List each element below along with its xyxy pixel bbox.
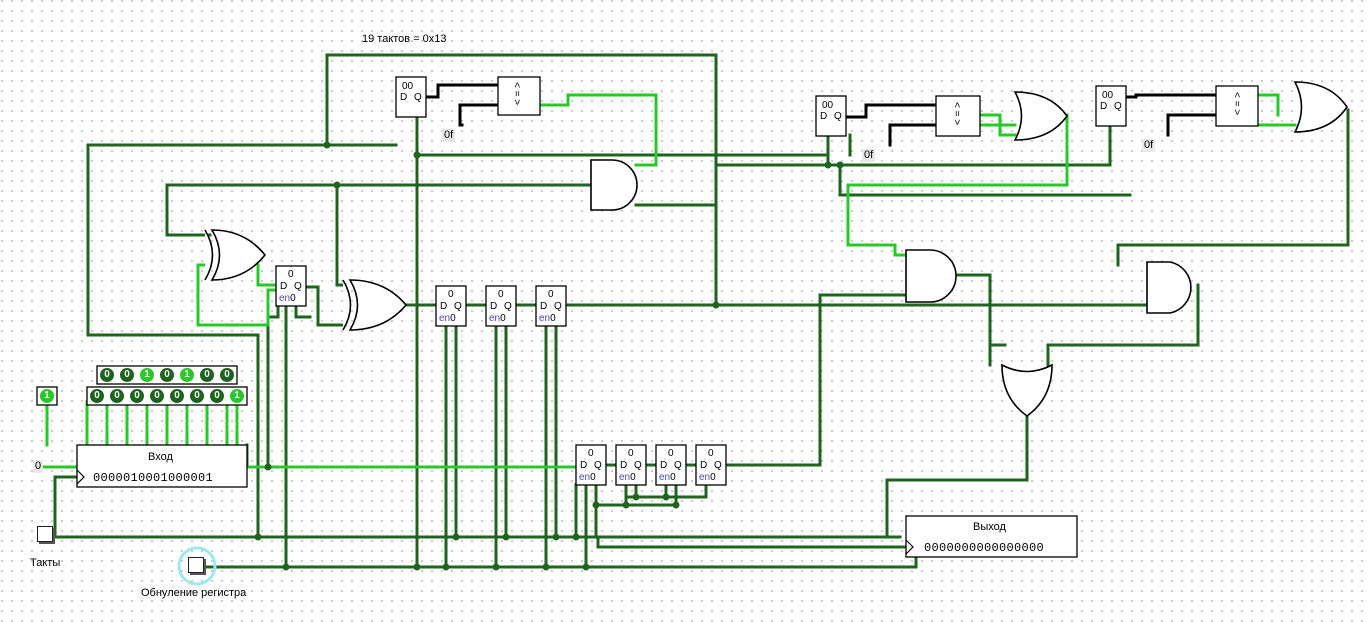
- input-constant: 0: [33, 460, 44, 473]
- ff-value: 0: [668, 448, 674, 459]
- counter-d: D: [820, 111, 828, 122]
- ff-en: en0: [279, 293, 296, 304]
- reset-label: Обнуление регистра: [141, 587, 247, 599]
- and-gate: [905, 249, 957, 303]
- input-pin[interactable]: 0: [100, 368, 114, 382]
- input-register-label: Вход: [148, 451, 173, 463]
- constant-0f: 0f: [442, 129, 456, 142]
- ff-en: en0: [489, 313, 506, 324]
- ff-d: D: [700, 460, 708, 471]
- input-register-value: 0000010001000001: [93, 471, 214, 485]
- counter-q: Q: [1114, 101, 1122, 112]
- ff-value: 0: [588, 448, 594, 459]
- xor-gate: [348, 279, 408, 331]
- counter-value: 00: [822, 100, 834, 111]
- output-register-label: Выход: [973, 521, 1006, 533]
- input-register: [76, 444, 248, 488]
- ff-value: 0: [448, 289, 454, 300]
- ff-en: en0: [619, 472, 636, 483]
- and-gate: [1146, 261, 1192, 314]
- output-register-value: 0000000000000000: [924, 541, 1045, 555]
- counter: [815, 95, 847, 137]
- xor-gate: [210, 229, 267, 281]
- ff-q: Q: [714, 460, 722, 471]
- ff-d: D: [490, 301, 498, 312]
- or-gate: [1001, 363, 1053, 417]
- constant-0f: 0f: [1142, 139, 1156, 152]
- ff-value: 0: [288, 269, 294, 280]
- ff-d: D: [280, 281, 288, 292]
- ff-value: 0: [548, 289, 554, 300]
- comparator-label: < = >: [1231, 92, 1242, 116]
- input-pin[interactable]: 0: [130, 389, 144, 403]
- comparator-label: < = >: [951, 102, 962, 126]
- input-pin[interactable]: 1: [230, 389, 244, 403]
- ff-d: D: [620, 460, 628, 471]
- and-gate: [590, 159, 638, 211]
- ff-en: en0: [659, 472, 676, 483]
- ff-q: Q: [454, 301, 462, 312]
- input-pin[interactable]: 0: [90, 389, 104, 403]
- ff-q: Q: [554, 301, 562, 312]
- ff-en: en0: [539, 313, 556, 324]
- ff-d: D: [660, 460, 668, 471]
- ff-q: Q: [294, 281, 302, 292]
- ff-q: Q: [594, 460, 602, 471]
- counter: [395, 76, 427, 118]
- comparator-label: < = >: [511, 82, 522, 106]
- input-pin[interactable]: 0: [170, 389, 184, 403]
- input-pin[interactable]: 0: [120, 368, 134, 382]
- ff-en: en0: [579, 472, 596, 483]
- counter-q: Q: [834, 111, 842, 122]
- counter-value: 00: [402, 81, 414, 92]
- or-gate: [1013, 91, 1068, 141]
- ff-value: 0: [628, 448, 634, 459]
- comparator: [935, 95, 981, 137]
- input-pin[interactable]: 0: [220, 368, 234, 382]
- ff-en: en0: [699, 472, 716, 483]
- or-gate: [1293, 81, 1348, 133]
- reset-button[interactable]: [188, 557, 204, 573]
- counter-d: D: [400, 92, 408, 103]
- output-register: [905, 515, 1078, 558]
- input-pin[interactable]: 1: [140, 368, 154, 382]
- ff-d: D: [440, 301, 448, 312]
- counter-d: D: [1100, 101, 1108, 112]
- clock-label: Такты: [30, 557, 61, 569]
- ff-d: D: [580, 460, 588, 471]
- ff-en: en0: [439, 313, 456, 324]
- ff-value: 0: [708, 448, 714, 459]
- ff-q: Q: [634, 460, 642, 471]
- input-pin[interactable]: 0: [210, 389, 224, 403]
- comparator: [497, 76, 541, 116]
- enable-pin[interactable]: 1: [40, 389, 54, 403]
- input-pin[interactable]: 0: [200, 368, 214, 382]
- input-pin[interactable]: 0: [190, 389, 204, 403]
- input-pin[interactable]: 0: [150, 389, 164, 403]
- counter-q: Q: [414, 92, 422, 103]
- input-pin[interactable]: 1: [180, 368, 194, 382]
- counter-value: 00: [1102, 90, 1114, 101]
- clock-button[interactable]: [37, 526, 53, 542]
- ff-q: Q: [504, 301, 512, 312]
- input-pin[interactable]: 0: [160, 368, 174, 382]
- counter: [1095, 85, 1127, 127]
- ff-q: Q: [674, 460, 682, 471]
- ff-value: 0: [498, 289, 504, 300]
- constant-0f: 0f: [862, 149, 876, 162]
- comparator: [1215, 85, 1259, 127]
- cycles-label: 19 тактов = 0x13: [362, 33, 447, 45]
- ff-d: D: [540, 301, 548, 312]
- input-pin[interactable]: 0: [110, 389, 124, 403]
